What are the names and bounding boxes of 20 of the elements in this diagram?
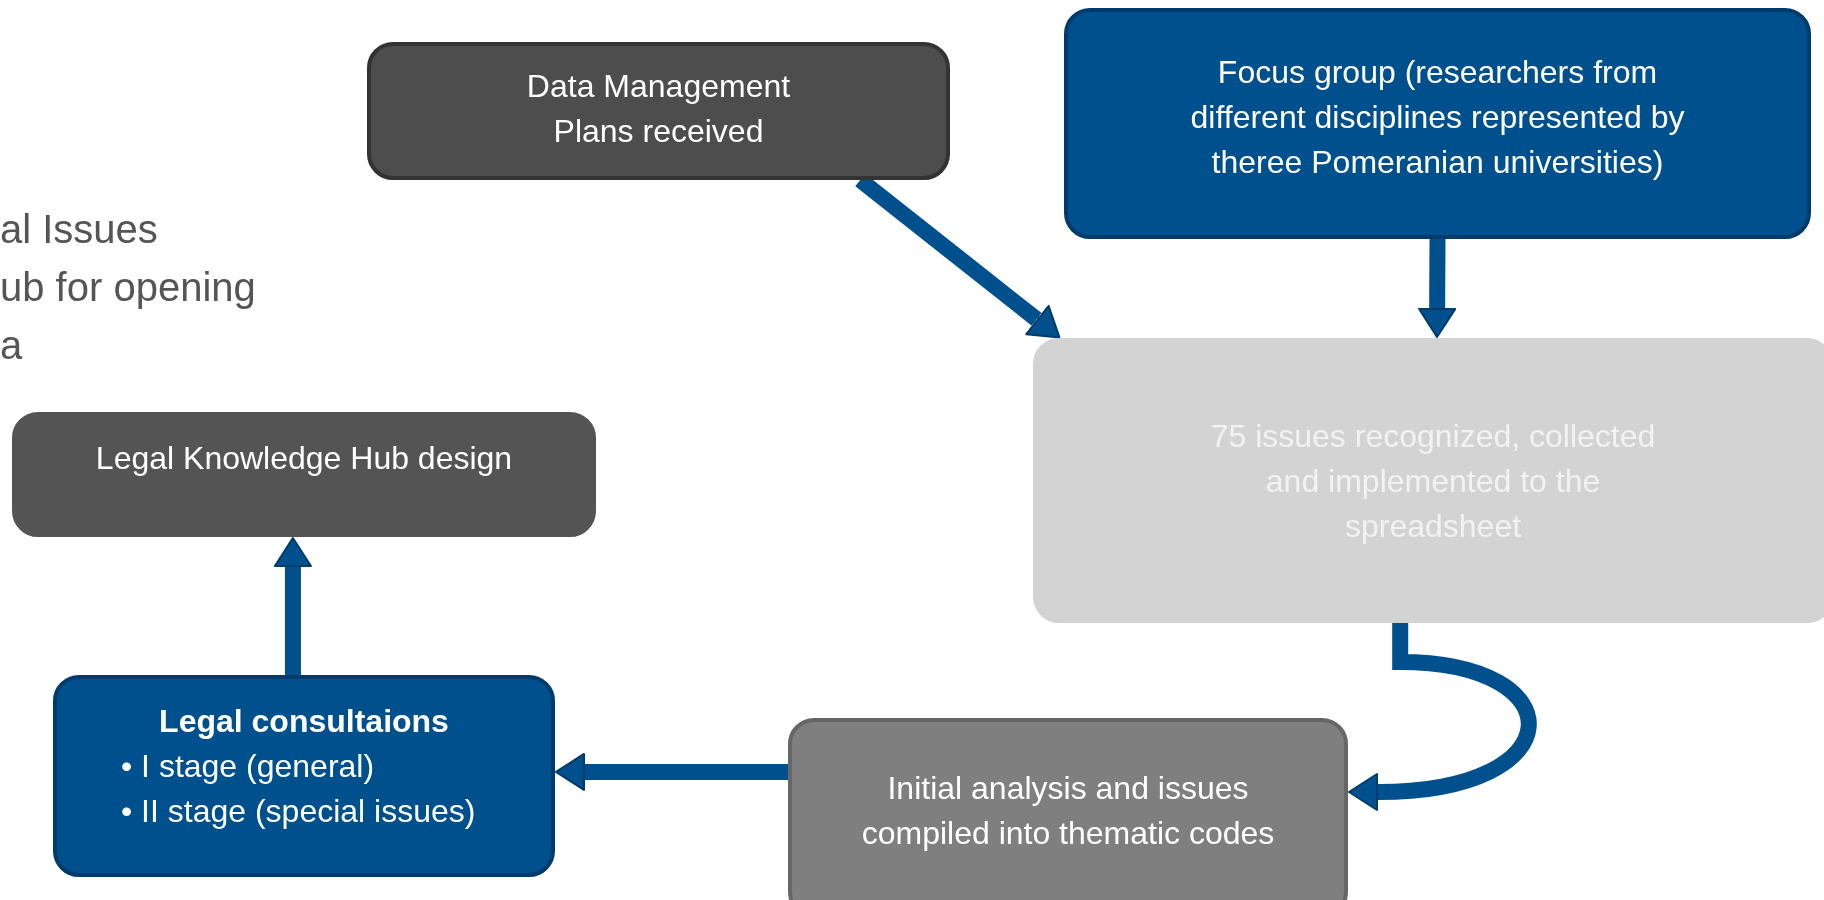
process-box [12,412,596,537]
process-box [367,42,950,180]
bullet-item: • I stage (general) [121,747,376,786]
process-box [1064,8,1811,239]
title-fragment: al Issues [0,206,158,253]
title-fragment: ub for opening [0,264,256,311]
block-arrow [1348,623,1537,812]
process-box [53,675,555,877]
bullet-item: • II stage (special issues) [121,792,476,831]
box-heading: Legal consultaions [159,702,449,741]
process-box [1033,338,1824,623]
process-box [788,718,1348,900]
title-fragment: a [0,322,23,369]
block-arrow [1418,238,1457,338]
block-arrow [273,537,312,676]
block-arrow [555,752,788,791]
box-text: Data Management Plans received [525,67,792,151]
box-text: Legal Knowledge Hub design [95,439,513,478]
box-text: Focus group (researchers from different disciplines represented by theree Pomeranian universities) [1189,53,1686,182]
box-text: Initial analysis and issues compiled into thematic codes [860,769,1276,853]
